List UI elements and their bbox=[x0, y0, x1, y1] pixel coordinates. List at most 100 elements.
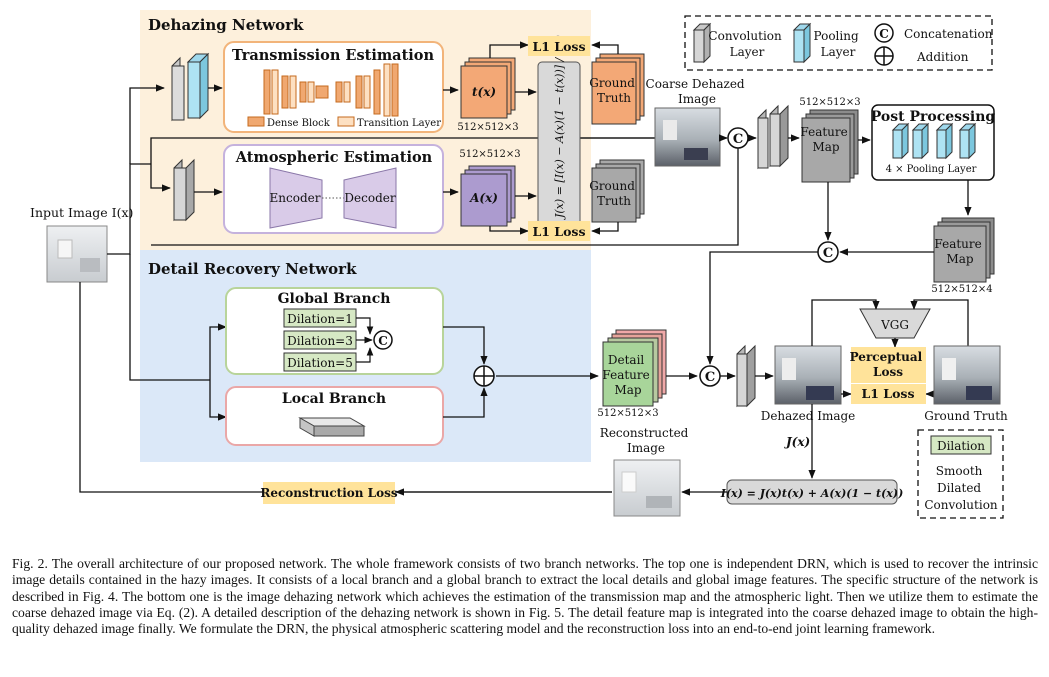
reconstructed-line1: Reconstructed bbox=[600, 426, 689, 440]
formula-connectors bbox=[489, 41, 655, 235]
feature-map-top-line2: Map bbox=[812, 140, 839, 154]
legend-pooling: Pooling Layer bbox=[814, 29, 863, 59]
ground-truth-top-stack bbox=[591, 53, 645, 125]
legend-concat-icon: C bbox=[874, 23, 894, 43]
l1-loss-bottom: L1 Loss bbox=[532, 224, 585, 239]
ground-truth-middle-line1: Ground bbox=[589, 179, 635, 193]
dehazed-image bbox=[774, 345, 842, 405]
legend-pooling-line2: Layer bbox=[821, 45, 856, 59]
smooth-dilated-line2: Dilated bbox=[937, 481, 981, 495]
encoder-shape bbox=[269, 167, 323, 229]
concatenation-node-bottom: C bbox=[699, 365, 721, 387]
feature-map-right-line2: Map bbox=[946, 252, 973, 266]
detail-feature-map-size: 512×512×3 bbox=[597, 408, 658, 419]
coarse-dehazed-label: Coarse Dehazed Image bbox=[646, 77, 749, 106]
svg-text:C: C bbox=[705, 370, 715, 385]
global-branch-title: Global Branch bbox=[278, 291, 391, 307]
svg-text:C: C bbox=[378, 334, 388, 348]
pooling-layers bbox=[891, 122, 977, 160]
architecture-diagram: Dehazing Network Detail Recovery Network… bbox=[30, 10, 1008, 519]
svg-text:C: C bbox=[879, 27, 889, 41]
ax-label: A(x) bbox=[469, 191, 498, 205]
atmospheric-estimation-title: Atmospheric Estimation bbox=[235, 149, 433, 166]
legend-addition-icon bbox=[874, 46, 894, 66]
dehazed-image-label: Dehazed Image bbox=[761, 409, 856, 423]
conv-block-atmospheric bbox=[173, 158, 195, 222]
coarse-dehazed-line1: Coarse Dehazed bbox=[646, 77, 745, 91]
concatenation-node-global: C bbox=[373, 330, 393, 350]
decoder-shape bbox=[343, 167, 397, 229]
reconstructed-image-label: Reconstructed Image bbox=[600, 426, 692, 455]
dehazing-network-title: Dehazing Network bbox=[148, 16, 304, 34]
coarse-dehazed-line2: Image bbox=[678, 92, 716, 106]
ax-feature-stack bbox=[460, 165, 516, 227]
svg-text:C: C bbox=[733, 132, 743, 147]
transmission-estimation-title: Transmission Estimation bbox=[232, 47, 434, 64]
ground-truth-bottom-image bbox=[933, 345, 1001, 405]
dilation-connectors bbox=[356, 317, 374, 363]
detail-feature-map-line2: Feature bbox=[602, 368, 649, 382]
reconstructed-image bbox=[613, 459, 681, 517]
legend-conv-icon bbox=[692, 22, 712, 64]
ground-truth-top: Ground Truth bbox=[589, 76, 639, 105]
vgg-block bbox=[859, 308, 931, 339]
smooth-dilated-label: Smooth Dilated Convolution bbox=[924, 464, 998, 512]
ground-truth-top-line2: Truth bbox=[597, 91, 631, 105]
legend-pooling-icon bbox=[792, 22, 812, 64]
feature-map-right-stack bbox=[933, 217, 995, 283]
branch-merge-connectors bbox=[443, 326, 599, 418]
dense-block-legend-swatch bbox=[247, 116, 265, 127]
figure-caption: Fig. 2. The overall architecture of our … bbox=[12, 556, 1038, 637]
dehaze-formula: J(x) = [I(x) − A(x)(1 − t(x))] / t(x) bbox=[553, 35, 566, 220]
feature-map-right: Feature Map bbox=[934, 237, 985, 266]
post-processing-title: Post Processing bbox=[871, 109, 996, 125]
local-branch-slab-icon bbox=[298, 417, 366, 437]
dense-block-legend: Dense Block bbox=[267, 118, 331, 129]
dilation-5: Dilation=5 bbox=[287, 356, 353, 370]
conv-block-feature bbox=[757, 104, 789, 170]
smooth-dilated-line1: Smooth bbox=[936, 464, 983, 478]
l1-loss-right: L1 Loss bbox=[861, 386, 914, 401]
transition-layer-legend-swatch bbox=[337, 116, 355, 127]
jx-label: J(x) bbox=[784, 435, 810, 449]
dilation-1: Dilation=1 bbox=[287, 312, 353, 326]
reconstructed-line2: Image bbox=[627, 441, 665, 455]
ax-size: 512×512×3 bbox=[459, 149, 520, 160]
coarse-dehazed-image bbox=[654, 107, 721, 167]
perceptual-loss-line2: Loss bbox=[873, 365, 903, 379]
vgg-label: VGG bbox=[880, 318, 909, 332]
addition-node bbox=[473, 365, 495, 387]
decoder-label: Decoder bbox=[344, 191, 395, 205]
legend-convolution-line1: Convolution bbox=[708, 29, 782, 43]
ground-truth-middle: Ground Truth bbox=[589, 179, 639, 208]
pooling-label: 4 × Pooling Layer bbox=[886, 164, 977, 175]
dilation-3: Dilation=3 bbox=[287, 334, 353, 348]
svg-text:C: C bbox=[823, 246, 833, 261]
ground-truth-middle-stack bbox=[591, 159, 645, 223]
ground-truth-bottom: Ground Truth bbox=[924, 409, 1008, 423]
local-branch-title: Local Branch bbox=[282, 391, 386, 407]
l1-loss-top-box bbox=[528, 36, 590, 56]
dense-net-layers bbox=[263, 63, 399, 117]
detail-feature-map: Detail Feature Map bbox=[602, 353, 653, 397]
detail-recovery-title: Detail Recovery Network bbox=[148, 260, 357, 278]
feature-map-right-size: 512×512×4 bbox=[931, 284, 992, 295]
perceptual-loss: Perceptual Loss bbox=[850, 350, 927, 379]
legend-convolution-line2: Layer bbox=[730, 45, 765, 59]
feature-map-top-stack bbox=[801, 109, 859, 183]
reconstruction-loss: Reconstruction Loss bbox=[260, 486, 398, 500]
feature-map-top-line1: Feature bbox=[800, 125, 847, 139]
l1-loss-bottom-box bbox=[528, 221, 590, 241]
ground-truth-top-line1: Ground bbox=[589, 76, 635, 90]
concatenation-node-middle: C bbox=[817, 241, 839, 263]
conv-block-final bbox=[736, 344, 756, 408]
dilation-legend-swatch bbox=[930, 435, 992, 455]
detail-feature-map-line3: Map bbox=[614, 383, 641, 397]
legend-box bbox=[684, 15, 993, 71]
legend-convolution: Convolution Layer bbox=[708, 29, 785, 59]
concatenation-node-top: C bbox=[727, 127, 749, 149]
detail-feature-map-stack bbox=[602, 329, 667, 407]
conv-pool-block-top bbox=[171, 52, 210, 122]
tx-feature-stack bbox=[460, 57, 516, 119]
feature-map-top: Feature Map bbox=[800, 125, 851, 154]
